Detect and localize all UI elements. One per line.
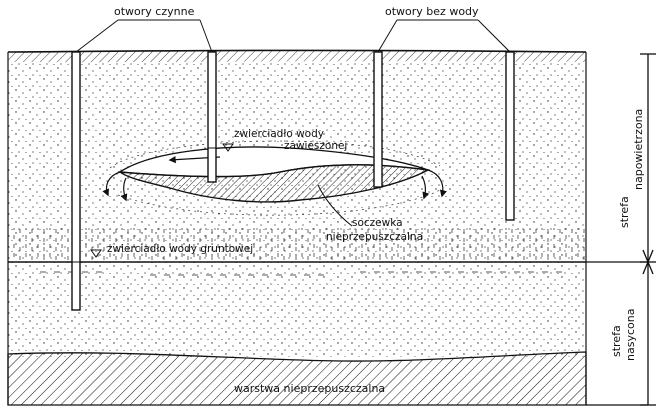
- label-lens-1: soczewka: [352, 217, 403, 229]
- impermeable-lens: [117, 164, 431, 203]
- dry-well-2: [505, 51, 515, 221]
- aeration-zone: [8, 62, 586, 262]
- active-well-2: [207, 51, 217, 183]
- zone-saturation-label: strefa nasycona: [610, 309, 637, 361]
- dry-well-1: [373, 51, 383, 188]
- svg-text:strefa: strefa: [618, 196, 631, 228]
- label-impermeable-layer: warstwa nieprzepuszczalna: [234, 382, 385, 395]
- zone-aeration-label: strefa napowietrzona: [618, 109, 645, 228]
- svg-text:nasycona: nasycona: [624, 309, 637, 361]
- active-well-1: [71, 51, 81, 311]
- wells: [71, 51, 515, 311]
- seepage-dashes: [109, 140, 441, 216]
- zone-bracket: [586, 53, 656, 406]
- label-lens-2: nieprzepuszczalna: [326, 231, 423, 243]
- lens-label-leader: [317, 184, 353, 227]
- impermeable-layer: [7, 351, 587, 406]
- label-groundwater-table: zwierciadło wody gruntowej: [107, 243, 253, 255]
- perched-lens: [117, 143, 431, 203]
- seepage-arrows: [102, 169, 447, 202]
- label-active-wells: otwory czynne: [114, 5, 195, 18]
- svg-text:strefa: strefa: [610, 325, 623, 357]
- ground-surface: [7, 49, 587, 63]
- label-perched-water-1: zwierciadło wody: [234, 128, 324, 140]
- well-label-leaders: [75, 19, 511, 53]
- saturated-zone: [8, 262, 586, 357]
- label-perched-water-2: zawieszonej: [284, 140, 347, 152]
- label-dry-wells: otwory bez wody: [385, 5, 479, 18]
- svg-text:napowietrzona: napowietrzona: [632, 109, 645, 190]
- groundwater-level-marker: [90, 249, 102, 258]
